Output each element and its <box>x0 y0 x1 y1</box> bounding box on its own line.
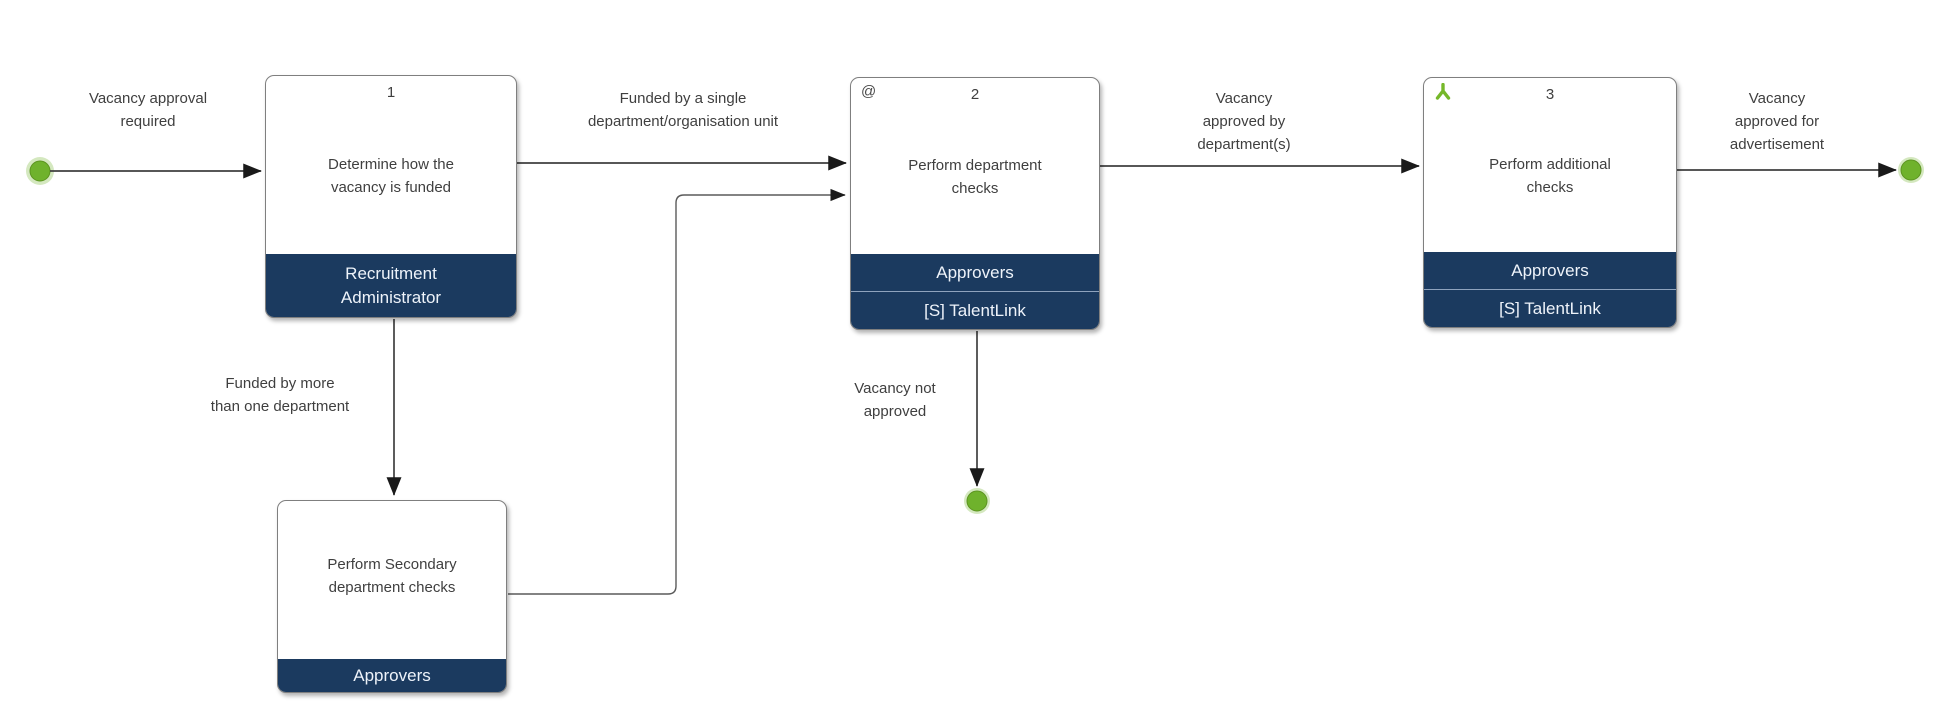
task-header: 3 <box>1424 78 1676 108</box>
task-number: 1 <box>386 84 396 101</box>
task-determine-funding[interactable]: 1 Determine how the vacancy is funded Re… <box>265 75 517 318</box>
task-number: 2 <box>970 86 980 103</box>
task-department-checks[interactable]: @ 2 Perform department checks Approvers … <box>850 77 1100 330</box>
end-event-dot <box>1900 159 1922 181</box>
branch-icon <box>1434 82 1452 105</box>
start-event-dot <box>29 160 51 182</box>
edge-label-approved-by-department: Vacancy approved by department(s) <box>1197 90 1291 153</box>
edge-label-funded-more: Funded by more than one department <box>210 375 350 415</box>
task-title: Perform department checks <box>908 157 1042 197</box>
task-title: Perform Secondary department checks <box>327 556 457 596</box>
edge-label-funded-single: Funded by a single department/organisati… <box>587 90 779 130</box>
edge-label-start-event: Vacancy approval required <box>88 90 208 130</box>
edge-label-approved-for-advertisement: Vacancy approved for advertisement <box>1729 90 1825 153</box>
edge-label-not-approved: Vacancy not approved <box>854 380 936 420</box>
flow-secondary-to-task2 <box>508 188 846 595</box>
task-additional-checks[interactable]: 3 Perform additional checks Approvers [S… <box>1423 77 1677 328</box>
system-banner: [S] TalentLink <box>851 291 1099 329</box>
task-title: Perform additional checks <box>1489 156 1611 196</box>
task-header: @ 2 <box>851 78 1099 108</box>
task-number: 3 <box>1545 86 1555 103</box>
role-banner: Approvers <box>1424 252 1676 289</box>
task-header: 1 <box>266 76 516 106</box>
task-title: Determine how the vacancy is funded <box>328 156 454 196</box>
role-banner: Approvers <box>278 659 506 692</box>
role-banner: Approvers <box>851 254 1099 291</box>
system-banner: [S] TalentLink <box>1424 289 1676 327</box>
attachment-icon: @ <box>861 83 877 100</box>
task-secondary-checks[interactable]: Perform Secondary department checks Appr… <box>277 500 507 693</box>
not-approved-end-dot <box>966 490 988 512</box>
role-banner: Recruitment Administrator <box>266 254 516 317</box>
